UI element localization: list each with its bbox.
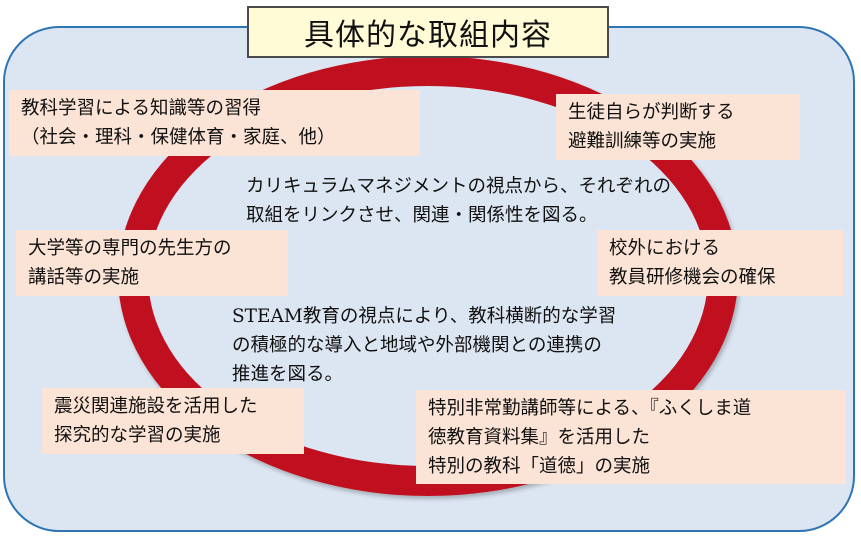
box-line: 教員研修機会の確保 <box>609 267 776 288</box>
center-top-line: 取組をリンクさせ、関連・関係性を図る。 <box>246 205 598 226</box>
center-bottom-line: 推進を図る。 <box>232 364 344 385</box>
diagram-title-text: 具体的な取組内容 <box>304 18 552 53</box>
box-line: 特別の教科「道徳」の実施 <box>428 456 651 477</box>
center-text-top: カリキュラムマネジメントの視点から、それぞれの 取組をリンクさせ、関連・関係性を… <box>246 172 671 230</box>
center-bottom-line: STEAM教育の視点により、教科横断的な学習 <box>232 306 617 327</box>
box-line: （社会・理科・保健体育・家庭、他） <box>21 127 336 148</box>
box-line: 生徒自らが判断する <box>568 102 735 123</box>
box-line: 避難訓練等の実施 <box>568 131 717 152</box>
box-moral-education: 特別非常勤講師等による、『ふくしま道 徳教育資料集』を活用した 特別の教科「道徳… <box>416 390 846 484</box>
box-line: 探究的な学習の実施 <box>54 425 221 446</box>
box-line: 震災関連施設を活用した <box>54 396 258 417</box>
center-text-bottom: STEAM教育の視点により、教科横断的な学習 の積極的な導入と地域や外部機関との… <box>232 302 616 389</box>
box-line: 徳教育資料集』を活用した <box>428 427 651 448</box>
box-evacuation-drill: 生徒自らが判断する 避難訓練等の実施 <box>556 94 800 160</box>
center-bottom-line: の積極的な導入と地域や外部機関との連携の <box>232 335 602 356</box>
box-line: 校外における <box>609 238 721 259</box>
box-subject-learning: 教科学習による知識等の習得 （社会・理科・保健体育・家庭、他） <box>9 90 420 156</box>
diagram-title: 具体的な取組内容 <box>247 6 609 58</box>
box-line: 教科学習による知識等の習得 <box>21 98 261 119</box>
box-line: 講話等の実施 <box>28 267 140 288</box>
box-teacher-training: 校外における 教員研修機会の確保 <box>597 230 843 296</box>
box-university-lectures: 大学等の専門の先生方の 講話等の実施 <box>16 230 288 296</box>
center-top-line: カリキュラムマネジメントの視点から、それぞれの <box>246 176 671 197</box>
box-line: 大学等の専門の先生方の <box>28 238 232 259</box>
box-line: 特別非常勤講師等による、『ふくしま道 <box>428 398 752 419</box>
box-disaster-facilities: 震災関連施設を活用した 探究的な学習の実施 <box>42 388 304 454</box>
